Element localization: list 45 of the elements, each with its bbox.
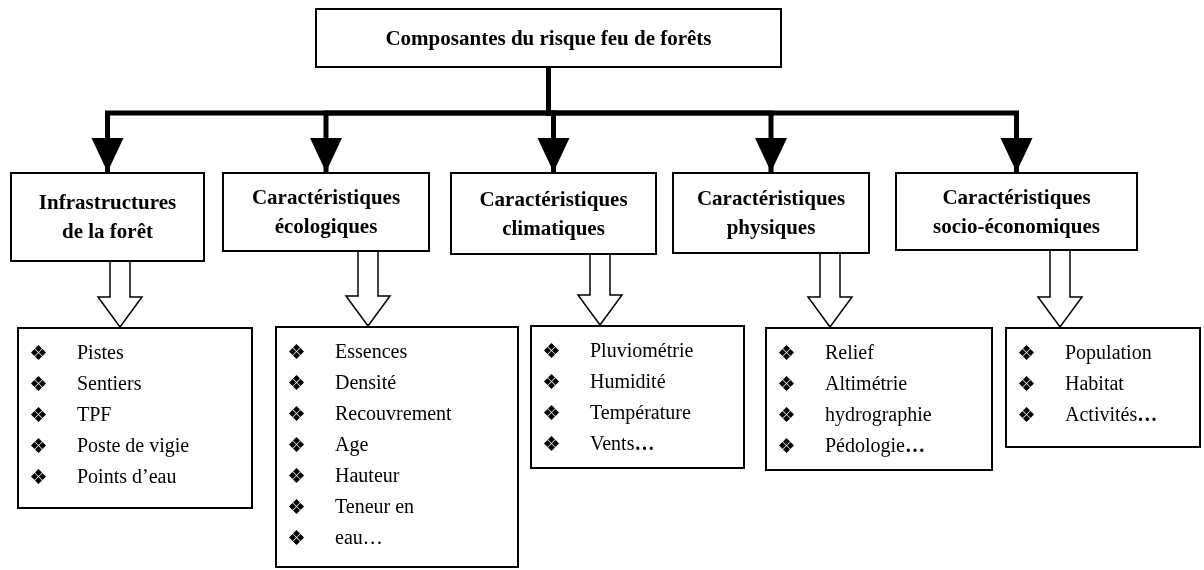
list-item: hydrographie	[825, 402, 932, 428]
list-box	[275, 326, 519, 568]
list-item: Pistes	[77, 340, 124, 365]
list-box	[530, 325, 745, 469]
list-item: Essences	[335, 339, 408, 364]
category-box	[10, 172, 205, 262]
list-item: Température	[590, 400, 691, 426]
list-item: Altimétrie	[825, 371, 908, 396]
list-item: Densité	[335, 370, 397, 395]
category-title: Caractéristiques climatiques	[478, 185, 629, 242]
list-item: Points d’eau	[77, 464, 177, 489]
list-item: Poste de vigie	[77, 433, 190, 459]
list-item: Humidité	[590, 369, 666, 394]
list-item: Relief	[825, 340, 874, 365]
list-box	[17, 327, 253, 509]
list-item: Age	[335, 432, 369, 458]
block-arrow	[1036, 250, 1084, 329]
category-box	[672, 172, 870, 254]
category-title: Caractéristiques physiques	[695, 185, 847, 241]
list-item: Vents…	[590, 431, 655, 456]
list-item: Sentiers	[77, 371, 142, 396]
category-title: Caractéristiques socio-économiques	[932, 183, 1101, 240]
category-box	[222, 172, 430, 252]
list-item: Pluviométrie	[590, 338, 694, 363]
list-item: Pédologie…	[825, 433, 925, 459]
list-item: TPF	[77, 402, 112, 427]
root-box	[315, 8, 782, 68]
list-item: eau…	[335, 525, 383, 550]
block-arrow	[344, 251, 392, 328]
block-arrow	[96, 261, 144, 329]
list-item: Habitat	[1065, 371, 1124, 396]
list-box	[1005, 327, 1201, 448]
list-item: Activités…	[1065, 402, 1158, 427]
category-box	[895, 172, 1138, 251]
block-arrow	[806, 253, 854, 329]
category-box	[450, 172, 657, 255]
category-title: Caractéristiques écologiques	[250, 184, 402, 240]
list-item: Teneur en	[335, 494, 415, 519]
title-text: Composantes du risque feu de forêts	[385, 24, 712, 52]
list-item: Recouvrement	[335, 401, 452, 426]
block-arrow	[576, 254, 624, 327]
list-item: Population	[1065, 340, 1152, 366]
list-box	[765, 327, 993, 471]
list-item: Hauteur	[335, 463, 400, 488]
category-title: Infrastructures de la forêt	[37, 189, 178, 245]
